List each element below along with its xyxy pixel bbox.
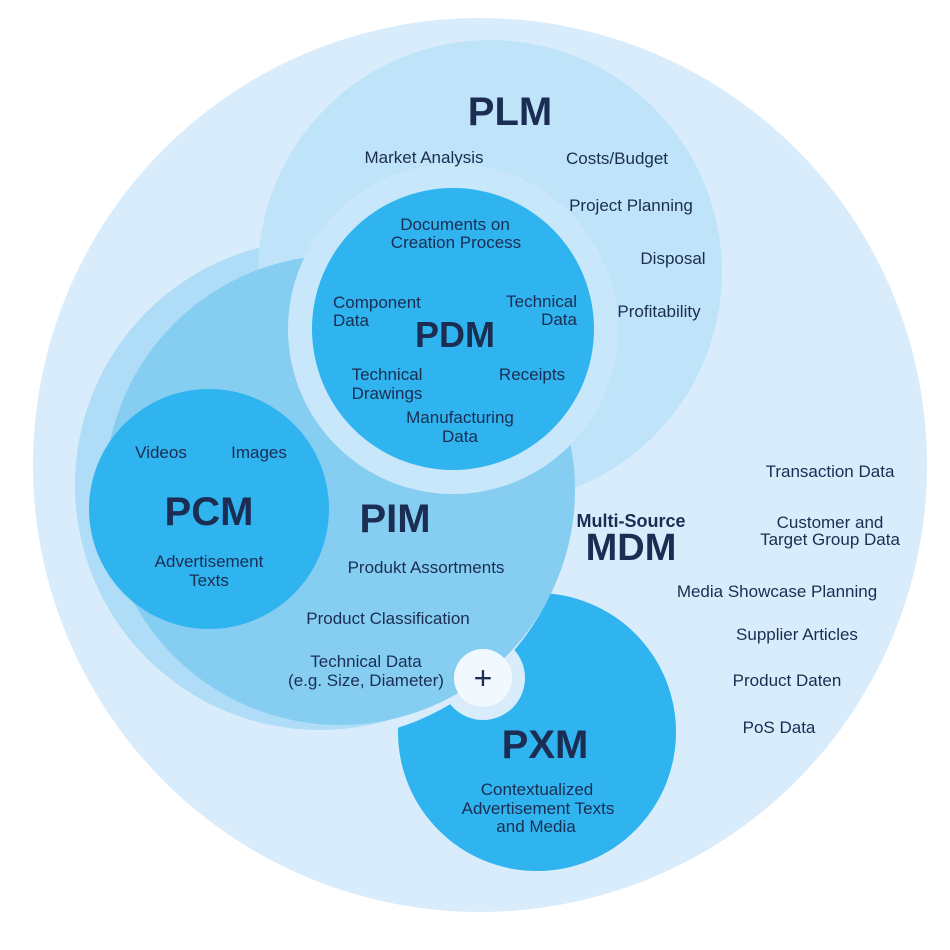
plus-circle: [454, 649, 512, 707]
plm-item-market-analysis: Market Analysis: [364, 148, 483, 167]
mdm-item-supplier-articles: Supplier Articles: [736, 625, 858, 644]
pim-item-classification: Product Classification: [306, 609, 469, 628]
pdm-item-manufacturing-line2: Data: [442, 427, 478, 446]
pdm-item-component-line1: Component: [333, 293, 421, 312]
plm-item-profitability: Profitability: [617, 302, 701, 321]
pdm-item-component-line2: Data: [333, 311, 369, 330]
pcm-item-images: Images: [231, 443, 287, 462]
pdm-item-receipts: Receipts: [499, 365, 565, 384]
pxm-description-line1: Contextualized: [481, 780, 593, 799]
pdm-item-manufacturing-line1: Manufacturing: [406, 408, 514, 427]
pcm-title: PCM: [165, 490, 254, 534]
mdm-item-customer-line1: Customer and: [777, 513, 884, 532]
pdm-title: PDM: [415, 314, 495, 355]
pdm-circle: [312, 188, 594, 470]
mdm-item-customer-line2: Target Group Data: [760, 530, 900, 549]
pim-item-technical-line1: Technical Data: [310, 652, 422, 671]
pim-item-assortments: Produkt Assortments: [348, 558, 505, 577]
pim-item-technical-line2: (e.g. Size, Diameter): [288, 671, 444, 690]
plm-item-costs-budget: Costs/Budget: [566, 149, 668, 168]
pdm-item-drawings-line2: Drawings: [352, 384, 423, 403]
pdm-item-technical-line1: Technical: [506, 292, 577, 311]
pcm-circle: [89, 389, 329, 629]
mdm-prefix: Multi-Source: [576, 511, 685, 531]
pcm-item-ads-line2: Texts: [189, 571, 229, 590]
pxm-description-line3: and Media: [496, 817, 576, 836]
labels-group: PLM Market Analysis Costs/Budget Project…: [135, 90, 900, 836]
mdm-item-media-showcase: Media Showcase Planning: [677, 582, 877, 601]
pdm-item-drawings-line1: Technical: [352, 365, 423, 384]
pxm-description-line2: Advertisement Texts: [462, 799, 615, 818]
mdm-title: MDM: [586, 527, 677, 569]
plm-item-disposal: Disposal: [640, 249, 705, 268]
pxm-title: PXM: [502, 723, 589, 767]
plm-item-project-planning: Project Planning: [569, 196, 693, 215]
pdm-item-technical-line2: Data: [541, 310, 577, 329]
mdm-item-product-daten: Product Daten: [733, 671, 842, 690]
mdm-item-transaction: Transaction Data: [766, 462, 895, 481]
pcm-item-ads-line1: Advertisement: [155, 552, 264, 571]
mdm-item-pos-data: PoS Data: [743, 718, 816, 737]
plm-title: PLM: [468, 90, 552, 134]
pcm-item-videos: Videos: [135, 443, 187, 462]
pim-title: PIM: [359, 497, 430, 541]
pdm-item-documents-line2: Creation Process: [391, 233, 521, 252]
pdm-item-documents-line1: Documents on: [400, 215, 510, 234]
plus-symbol: +: [474, 660, 493, 696]
